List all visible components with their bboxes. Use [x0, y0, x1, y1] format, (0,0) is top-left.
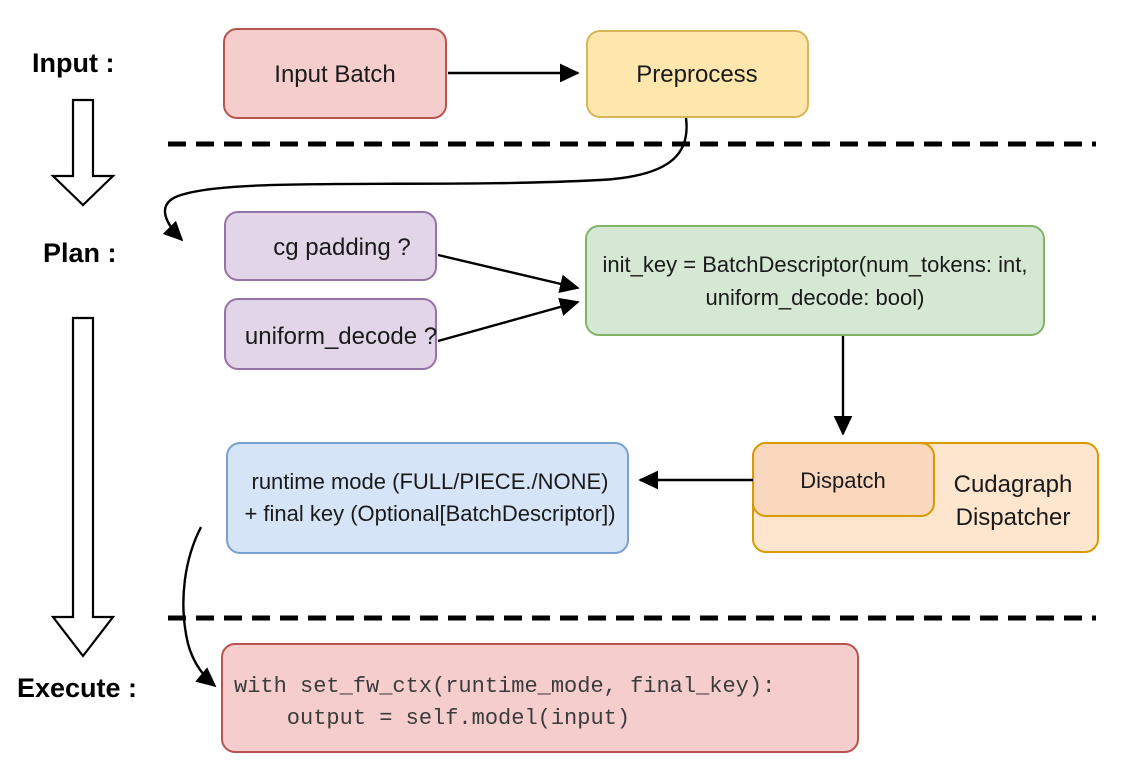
execute-code-line-2: output = self.model(input) — [234, 706, 630, 731]
runtime-mode-line-2: + final key (Optional[BatchDescriptor]) — [244, 501, 615, 526]
uniform-decode-box[interactable] — [224, 298, 437, 370]
init-key-line-1: init_key = BatchDescriptor(num_tokens: i… — [603, 252, 1028, 277]
node-execute-code[interactable]: with set_fw_ctx(runtime_mode, final_key)… — [221, 643, 859, 753]
dispatch-label: Dispatch — [800, 468, 886, 493]
edge-uniform-decode-to-init-key — [437, 297, 580, 343]
cudagraph-dispatcher-label-line-1: Cudagraph — [954, 471, 1073, 498]
stage-label-input: Input : — [32, 48, 114, 78]
edge-runtime-mode-to-execute-code — [182, 526, 217, 688]
edge-cg-padding-to-init-key — [437, 253, 580, 293]
stage-label-execute: Execute : — [17, 673, 137, 703]
runtime-mode-box[interactable] — [226, 442, 629, 554]
node-cg-padding[interactable]: cg padding ? — [224, 211, 437, 281]
node-runtime-mode[interactable]: runtime mode (FULL/PIECE./NONE) + final … — [226, 442, 629, 554]
edge-preprocess-to-cg-padding — [162, 117, 688, 242]
node-preprocess[interactable]: Preprocess — [586, 30, 809, 118]
cudagraph-dispatcher-label-line-2: Dispatcher — [956, 504, 1071, 531]
stage-label-plan: Plan : — [43, 238, 117, 268]
init-key-box[interactable] — [585, 225, 1045, 336]
input-batch-box[interactable] — [223, 28, 447, 119]
preprocess-label: Preprocess — [636, 61, 757, 88]
stage-flow-arrow-plan-to-execute — [50, 316, 116, 658]
stage-flow-arrow-input-to-plan — [50, 98, 116, 207]
init-key-line-2: uniform_decode: bool) — [706, 285, 925, 310]
node-dispatch[interactable]: Dispatch — [752, 442, 935, 517]
input-batch-label: Input Batch — [274, 61, 395, 88]
preprocess-box[interactable] — [586, 30, 809, 118]
cg-padding-label: cg padding ? — [273, 234, 410, 261]
cg-padding-box[interactable] — [224, 211, 437, 281]
execute-code-line-1: with set_fw_ctx(runtime_mode, final_key)… — [234, 674, 775, 699]
execute-code-box[interactable] — [221, 643, 859, 753]
node-input-batch[interactable]: Input Batch — [223, 28, 447, 119]
uniform-decode-label: uniform_decode ? — [245, 323, 437, 350]
node-uniform-decode[interactable]: uniform_decode ? — [224, 298, 437, 370]
node-init-key[interactable]: init_key = BatchDescriptor(num_tokens: i… — [585, 225, 1045, 336]
runtime-mode-line-1: runtime mode (FULL/PIECE./NONE) — [252, 469, 609, 494]
